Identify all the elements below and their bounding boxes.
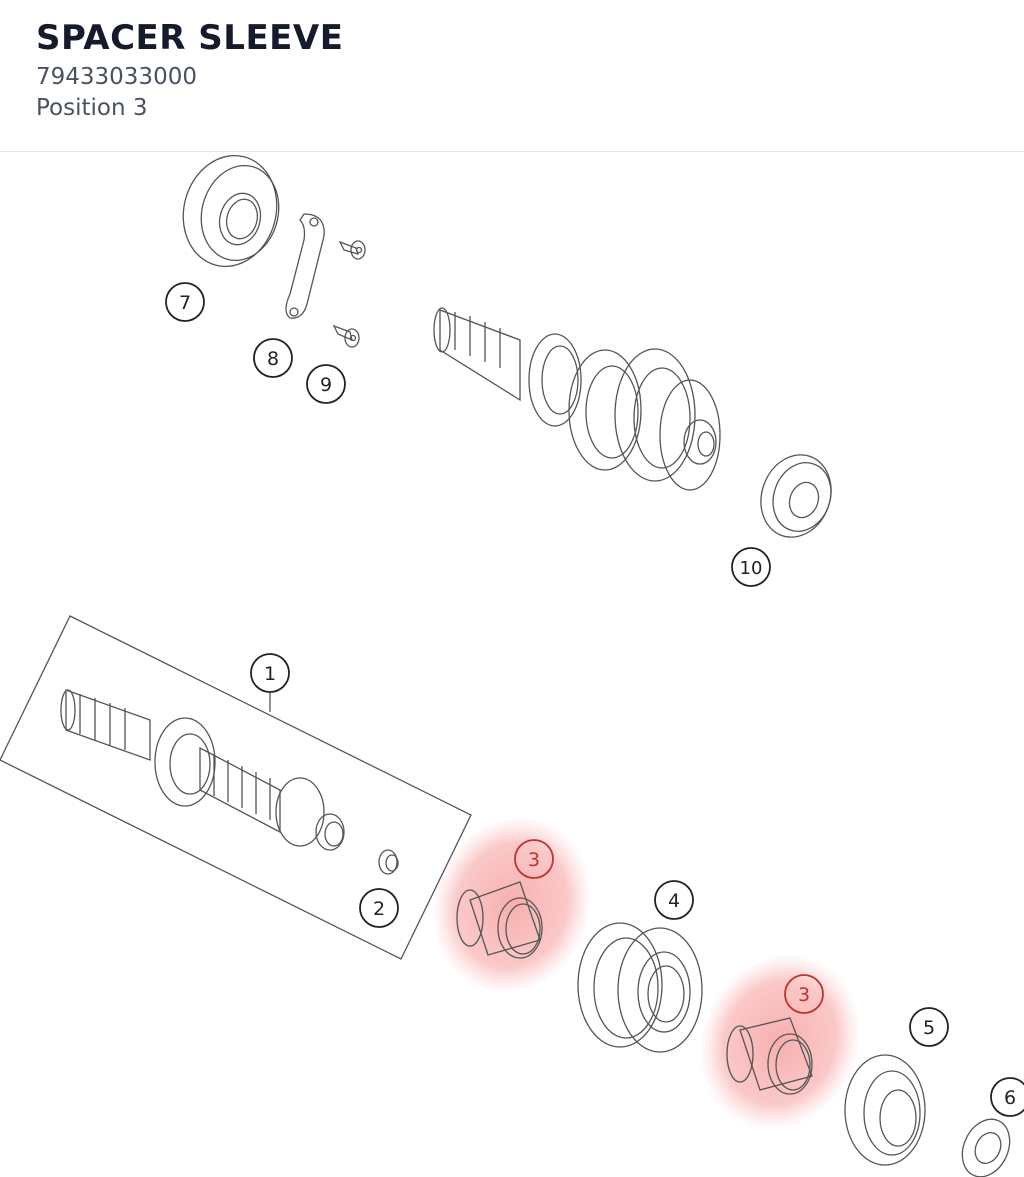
highlight-area-2 (699, 954, 861, 1130)
gear-part-5 (844, 1054, 926, 1166)
callout-circle-1 (250, 653, 290, 693)
retainer-plate-part-8 (285, 213, 325, 319)
callout-circle-3-b (784, 974, 824, 1014)
spacer-sleeve-part-3-b (726, 1017, 813, 1095)
callout-label-3-a: 3 (528, 849, 540, 871)
callout-circle-8 (253, 338, 293, 378)
bearing-part-7 (182, 154, 280, 268)
callout-label-7: 7 (179, 292, 191, 314)
part-number: 79433033000 (36, 64, 197, 90)
spacer-sleeve-part-3-a (456, 881, 543, 959)
callout-circle-7 (165, 282, 205, 322)
highlight-area-1 (432, 816, 592, 994)
part-header: SPACER SLEEVE 79433033000 Position 3 (0, 0, 1024, 152)
callout-label-9: 9 (320, 374, 332, 396)
needle-bearing-part-2 (378, 849, 399, 875)
washer-part-6 (961, 1118, 1011, 1177)
callout-circle-2 (359, 888, 399, 928)
callout-label-8: 8 (267, 348, 279, 370)
exploded-parts-diagram: 7 8 9 10 1 2 3 4 3 5 6 (0, 154, 1024, 1177)
callout-circle-6 (990, 1077, 1024, 1117)
callout-label-2: 2 (373, 898, 385, 920)
countershaft-assembly (433, 307, 721, 491)
callout-circle-9 (306, 364, 346, 404)
screw-part-9 (332, 240, 366, 348)
bearing-part-10 (760, 454, 832, 538)
callout-circle-5 (909, 1007, 949, 1047)
callout-label-4: 4 (668, 890, 680, 912)
callout-label-10: 10 (740, 558, 763, 579)
callout-circle-10 (731, 547, 771, 587)
gear-part-4 (577, 922, 703, 1053)
callout-circle-3-a (514, 839, 554, 879)
page-title: SPACER SLEEVE (36, 18, 344, 58)
callout-label-6: 6 (1004, 1087, 1016, 1109)
callout-label-3-b: 3 (798, 984, 810, 1006)
position-label: Position 3 (36, 95, 148, 121)
callout-label-5: 5 (923, 1017, 935, 1039)
callout-circle-4 (654, 880, 694, 920)
main-shaft-kit-part-1 (0, 615, 472, 960)
callout-label-1: 1 (264, 663, 276, 685)
